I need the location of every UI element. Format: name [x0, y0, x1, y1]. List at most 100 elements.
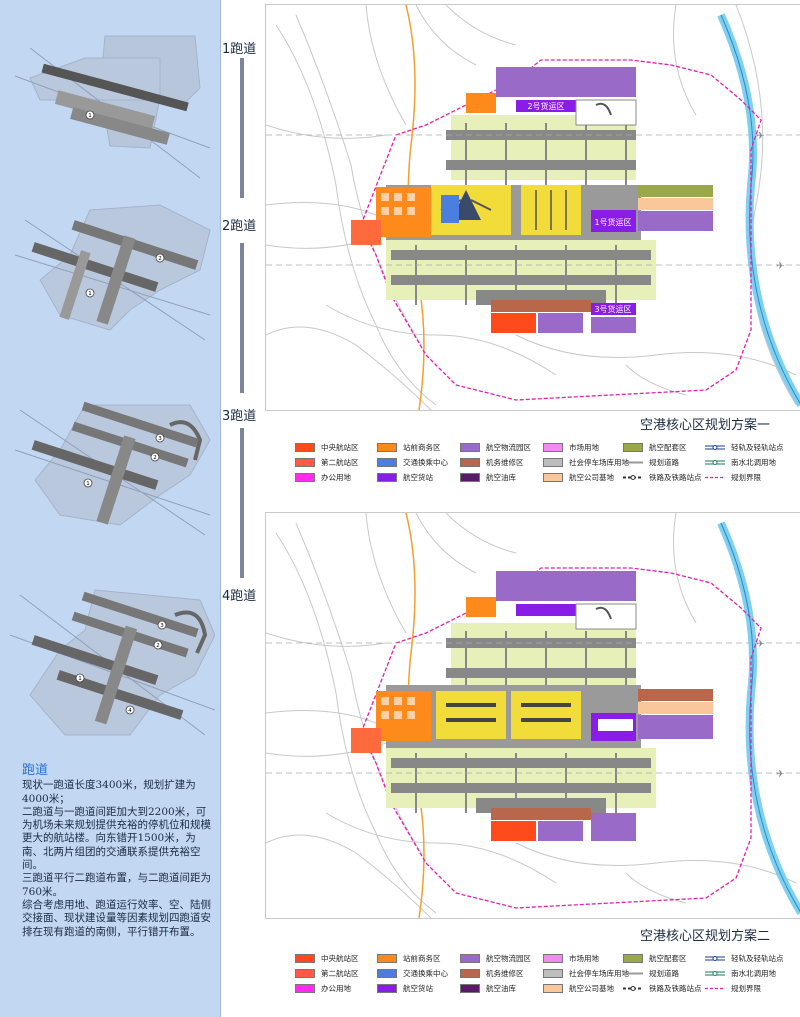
description-title: 跑道 [22, 763, 49, 778]
legend-swatch [623, 458, 643, 467]
legend-item: 第二航站区 [295, 968, 359, 979]
legend-item: 第二航站区 [295, 457, 359, 468]
legend-item: 站前商务区 [377, 442, 441, 453]
legend-swatch [460, 984, 480, 993]
legend-label: 规划界限 [731, 984, 761, 993]
description-paragraph: 二跑道与一跑道间距加大到2200米，可为机场未来规划提供充裕的停机位和规模更大的… [22, 805, 211, 872]
stage4-runway-diagram: 3 2 1 4 [10, 589, 215, 736]
description-paragraph: 综合考虑用地、跑道运行效率、空、陆侧交接面、现状建设量等因素规划四跑道安排在现有… [22, 898, 211, 938]
legend-swatch [705, 473, 725, 482]
legend-swatch [295, 954, 315, 963]
legend-item: 轻轨及轻轨站点 [705, 953, 784, 964]
legend-item: 规划道路 [623, 457, 679, 468]
stage-label-2: 2跑道 [222, 219, 257, 234]
legend-swatch [705, 443, 725, 452]
cargo-zone-3-label: 3号货运区 [594, 304, 631, 314]
svg-text:2: 2 [158, 256, 162, 262]
legend-item: 铁路及铁路站点 [623, 472, 702, 483]
legend-swatch [623, 984, 643, 993]
legend-swatch [543, 473, 563, 482]
legend-item: 办公用地 [295, 472, 351, 483]
legend-swatch [377, 954, 397, 963]
legend-item: 航空公司基地 [543, 983, 614, 994]
legend-label: 规划道路 [649, 458, 679, 467]
stage-label-3: 3跑道 [222, 409, 257, 424]
plan-title-scheme-1: 空港核心区规划方案一 [640, 418, 771, 433]
legend-item: 航空货站 [377, 983, 433, 994]
legend-swatch [623, 969, 643, 978]
legend-label: 交通换乘中心 [403, 458, 448, 467]
legend-item: 铁路及铁路站点 [623, 983, 702, 994]
legend-swatch [377, 443, 397, 452]
legend-swatch [460, 473, 480, 482]
legend-label: 社会停车场库用地 [569, 969, 629, 978]
legend-swatch [705, 458, 725, 467]
legend-label: 规划道路 [649, 969, 679, 978]
legend-label: 南水北调用地 [731, 458, 776, 467]
legend-item: 站前商务区 [377, 953, 441, 964]
svg-text:1: 1 [88, 291, 92, 297]
legend-swatch [460, 443, 480, 452]
cargo-zone-1-label: 1号货运区 [594, 217, 631, 227]
legend-label: 机务维修区 [486, 969, 524, 978]
legend-label: 航空配套区 [649, 443, 687, 452]
legend-label: 航空油库 [486, 473, 516, 482]
legend-item: 社会停车场库用地 [543, 968, 629, 979]
legend-item: 市场用地 [543, 953, 599, 964]
stage-label-4: 4跑道 [222, 589, 257, 604]
legend-swatch [705, 984, 725, 993]
legend-item: 中央航站区 [295, 442, 359, 453]
legend-label: 航空公司基地 [569, 984, 614, 993]
legend-item: 机务维修区 [460, 457, 524, 468]
legend-item: 市场用地 [543, 442, 599, 453]
legend-item: 交通换乘中心 [377, 457, 448, 468]
stage-bar [240, 58, 244, 198]
legend-item: 轻轨及轻轨站点 [705, 442, 784, 453]
legend-scheme-2: 中央航站区第二航站区办公用地站前商务区交通换乘中心航空货站航空物流园区机务维修区… [295, 953, 800, 1003]
legend-label: 办公用地 [321, 984, 351, 993]
svg-text:4: 4 [128, 708, 132, 714]
legend-label: 市场用地 [569, 443, 599, 452]
legend-item: 航空油库 [460, 472, 516, 483]
legend-item: 航空配套区 [623, 953, 687, 964]
legend-swatch [705, 954, 725, 963]
legend-swatch [377, 984, 397, 993]
legend-label: 市场用地 [569, 954, 599, 963]
svg-text:1: 1 [78, 676, 82, 682]
svg-text:1: 1 [86, 481, 90, 487]
legend-item: 规划界限 [705, 983, 761, 994]
legend-label: 机务维修区 [486, 458, 524, 467]
legend-swatch [623, 443, 643, 452]
legend-swatch [377, 473, 397, 482]
legend-label: 社会停车场库用地 [569, 458, 629, 467]
legend-swatch [295, 458, 315, 467]
legend-swatch [460, 969, 480, 978]
description-paragraph: 现状一跑道长度3400米，规划扩建为4000米； [22, 779, 196, 805]
stage-label-1: 1跑道 [222, 42, 257, 57]
stage3-runway-diagram: 3 2 1 [14, 401, 211, 536]
legend-swatch [623, 473, 643, 482]
legend-label: 轻轨及轻轨站点 [731, 954, 784, 963]
legend-swatch [460, 954, 480, 963]
legend-item: 社会停车场库用地 [543, 457, 629, 468]
description-paragraph: 三跑道平行二跑道布置，与二跑道间距为760米。 [22, 872, 211, 898]
svg-text:✈: ✈ [756, 131, 764, 142]
svg-text:2: 2 [156, 643, 160, 649]
runway-phasing-panel: 1 2 1 3 2 1 [0, 0, 221, 1017]
legend-label: 航空公司基地 [569, 473, 614, 482]
legend-item: 交通换乘中心 [377, 968, 448, 979]
legend-item: 航空配套区 [623, 442, 687, 453]
legend-label: 南水北调用地 [731, 969, 776, 978]
legend-label: 轻轨及轻轨站点 [731, 443, 784, 452]
legend-label: 航空配套区 [649, 954, 687, 963]
legend-item: 航空物流园区 [460, 953, 531, 964]
legend-item: 规划界限 [705, 472, 761, 483]
legend-swatch [543, 458, 563, 467]
stage-bar [240, 243, 244, 393]
legend-item: 办公用地 [295, 983, 351, 994]
cargo-zone-2-label: 2号货运区 [527, 101, 564, 111]
legend-swatch [623, 954, 643, 963]
legend-item: 南水北调用地 [705, 968, 776, 979]
legend-label: 规划界限 [731, 473, 761, 482]
legend-label: 第二航站区 [321, 458, 359, 467]
